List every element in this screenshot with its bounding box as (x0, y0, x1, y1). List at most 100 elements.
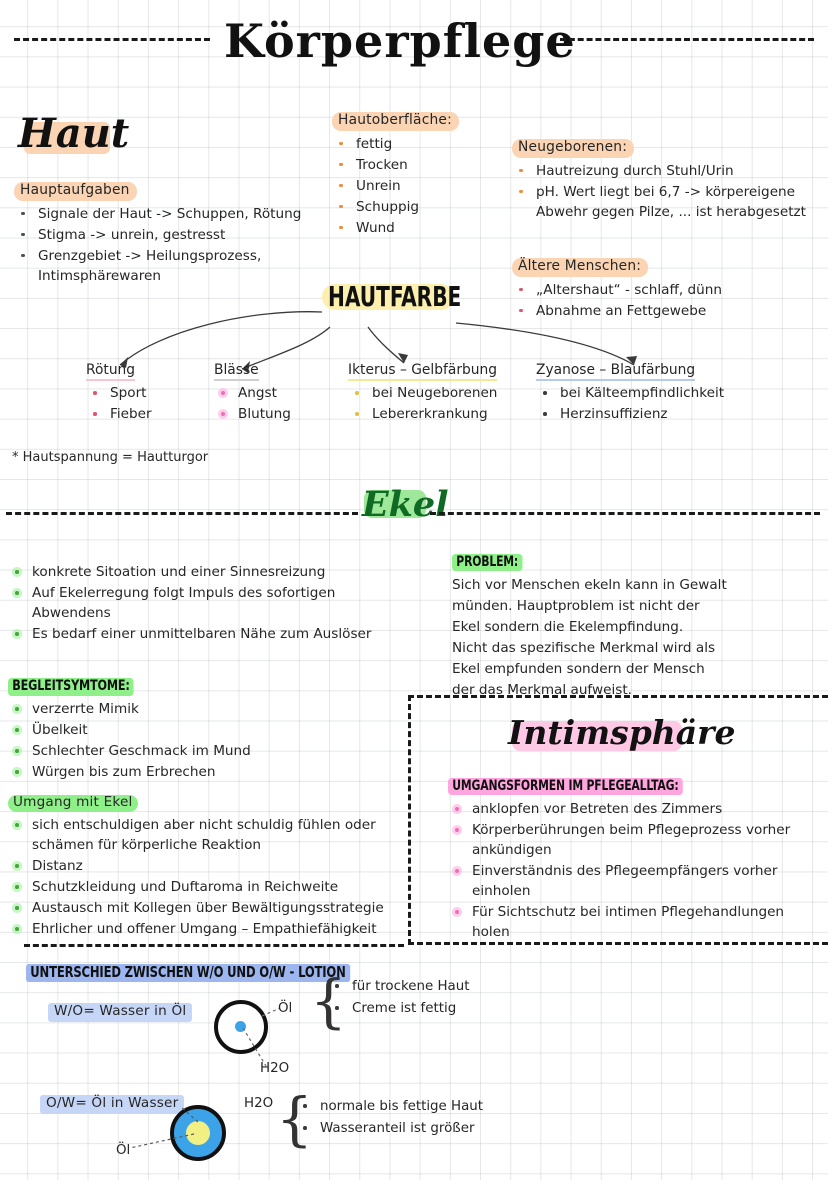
neugeborenen-label: Neugeborenen: (512, 139, 635, 158)
list-item: Creme ist fettig (328, 998, 518, 1019)
branch-title: Ikterus – Gelbfärbung (348, 362, 497, 381)
list-item: Wasseranteil ist größer (296, 1118, 516, 1139)
intimsphaere-box (408, 695, 828, 945)
ow-outer-label: H2O (244, 1096, 274, 1111)
umgangsformen-label-wrap: UMGANGSFORMEN IM PFLEGEALLTAG: (448, 776, 800, 796)
title-rule-left (14, 38, 210, 41)
umgangsformen-block: UMGANGSFORMEN IM PFLEGEALLTAG: anklopfen… (448, 776, 800, 943)
begleitsymtome-label: BEGLEITSYMTOME: (8, 678, 134, 696)
branch-list: Angst Blutung (214, 383, 334, 424)
aeltere-label: Ältere Menschen: (512, 258, 649, 277)
list-item: Wund (332, 218, 512, 238)
list-item: bei Kälteempfindlichkeit (536, 383, 746, 403)
wo-inner-dot (235, 1021, 246, 1032)
list-item: Unrein (332, 176, 512, 196)
list-item: Lebererkrankung (348, 404, 548, 424)
list-item: verzerrte Mimik (8, 699, 408, 719)
list-item: Schutzkleidung und Duftaroma in Reichwei… (8, 877, 408, 897)
lotion-heading: UNTERSCHIED ZWISCHEN W/O UND O/W - LOTIO… (26, 963, 350, 983)
branch-list: Sport Fieber (86, 383, 206, 424)
umgang-mit-ekel-block: Umgang mit Ekel sich entschuldigen aber … (8, 792, 408, 940)
begleitsymtome-label-wrap: BEGLEITSYMTOME: (8, 676, 408, 696)
aeltere-list: „Altershaut“ - schlaff, dünn Abnahme an … (512, 280, 812, 321)
umgang-label: Umgang mit Ekel (8, 794, 138, 812)
list-item: Es bedarf einer unmittelbaren Nähe zum A… (8, 624, 418, 644)
wo-brace: { (310, 967, 347, 1035)
hautfarbe-label: HAUTFARBE (328, 280, 462, 313)
list-item: Sport (86, 383, 206, 403)
branch-title: Blässe (214, 362, 259, 381)
hautfarbe-highlight (322, 284, 454, 310)
list-item: Blutung (214, 404, 334, 424)
hauptaufgaben-label: Hauptaufgaben (14, 182, 137, 201)
hautfarbe-branch-roetung: Rötung Sport Fieber (86, 360, 206, 425)
list-item: anklopfen vor Betreten des Zimmers (448, 799, 800, 819)
list-item: Schlechter Geschmack im Mund (8, 741, 408, 761)
list-item: Übelkeit (8, 720, 408, 740)
ow-inner-label: Öl (116, 1143, 131, 1158)
umgang-list: sich entschuldigen aber nicht schuldig f… (8, 815, 408, 939)
problem-text: Sich vor Menschen ekeln kann in Gewalt m… (452, 575, 782, 701)
list-item: Angst (214, 383, 334, 403)
list-item: Signale der Haut -> Schuppen, Rötung (14, 204, 324, 224)
wo-outer-label: Öl (278, 1001, 293, 1016)
umgangsformen-label: UMGANGSFORMEN IM PFLEGEALLTAG: (448, 778, 683, 796)
hauptaufgaben-list: Signale der Haut -> Schuppen, Rötung Sti… (14, 204, 324, 286)
list-item: konkrete Sitoation und einer Sinnesreizu… (8, 562, 418, 582)
begleitsymtome-block: BEGLEITSYMTOME: verzerrte Mimik Übelkeit… (8, 676, 408, 783)
problem-line: Ekel empfunden sondern der Mensch (452, 661, 705, 677)
list-item: „Altershaut“ - schlaff, dünn (512, 280, 812, 300)
wo-notes: für trockene Haut Creme ist fettig (328, 976, 518, 1020)
umgang-label-wrap: Umgang mit Ekel (8, 792, 408, 812)
ekel-heading: Ekel (362, 484, 449, 525)
list-item: Einverständnis des Pflegeempfängers vorh… (448, 861, 800, 901)
wo-leader-lines (242, 1007, 281, 1067)
list-item: Austausch mit Kollegen über Bewältigungs… (8, 898, 408, 918)
list-item: Grenzgebiet -> Heilungsprozess, Intimsph… (14, 246, 324, 286)
haut-heading-highlight (24, 122, 110, 154)
problem-label-wrap: PROBLEM: (452, 552, 782, 572)
branch-title: Rötung (86, 362, 136, 381)
problem-block: PROBLEM: Sich vor Menschen ekeln kann in… (452, 552, 782, 701)
ekel-rule-right (430, 512, 820, 515)
problem-line: Sich vor Menschen ekeln kann in Gewalt (452, 577, 727, 593)
haut-heading: Haut (18, 110, 130, 157)
ow-notes: normale bis fettige Haut Wasseranteil is… (296, 1096, 516, 1140)
lotion-heading-wrap: UNTERSCHIED ZWISCHEN W/O UND O/W - LOTIO… (26, 962, 403, 983)
neugeborenen-block: Neugeborenen: Hautreizung durch Stuhl/Ur… (512, 137, 824, 223)
ekel-intro-block: konkrete Sitoation und einer Sinnesreizu… (8, 562, 418, 645)
hautoberflaeche-list: fettig Trocken Unrein Schuppig Wund (332, 134, 512, 238)
branch-list: bei Neugeborenen Lebererkrankung (348, 383, 548, 424)
list-item: normale bis fettige Haut (296, 1096, 516, 1117)
intimsphaere-heading-highlight (512, 721, 682, 751)
ow-label-wrap: O/W= Öl in Wasser (40, 1092, 185, 1114)
list-item: Schuppig (332, 197, 512, 217)
list-item: Stigma -> unrein, gestresst (14, 225, 324, 245)
ow-label: O/W= Öl in Wasser (40, 1095, 185, 1114)
hauptaufgaben-label-wrap: Hauptaufgaben (14, 180, 324, 201)
list-item: pH. Wert liegt bei 6,7 -> körpereigene A… (512, 182, 824, 222)
ow-inner-dot (186, 1121, 210, 1145)
hautoberflaeche-block: Hautoberfläche: fettig Trocken Unrein Sc… (332, 110, 512, 239)
branch-title-wrap: Ikterus – Gelbfärbung (348, 360, 548, 381)
umgangsformen-list: anklopfen vor Betreten des Zimmers Körpe… (448, 799, 800, 942)
neugeborenen-label-wrap: Neugeborenen: (512, 137, 824, 158)
hautfarbe-branch-ikterus: Ikterus – Gelbfärbung bei Neugeborenen L… (348, 360, 548, 425)
wo-inner-label: H2O (260, 1061, 290, 1076)
branch-title-wrap: Blässe (214, 360, 334, 381)
list-item: Ehrlicher und offener Umgang – Empathief… (8, 919, 408, 939)
haut-footnote: * Hautspannung = Hautturgor (12, 450, 209, 465)
neugeborenen-list: Hautreizung durch Stuhl/Urin pH. Wert li… (512, 161, 824, 222)
hautfarbe-branch-zyanose: Zyanose – Blaufärbung bei Kälteempfindli… (536, 360, 746, 425)
hautoberflaeche-label: Hautoberfläche: (332, 112, 459, 131)
title-rule-right (560, 38, 814, 41)
ekel-intro-list: konkrete Sitoation und einer Sinnesreizu… (8, 562, 418, 644)
begleitsymtome-list: verzerrte Mimik Übelkeit Schlechter Gesc… (8, 699, 408, 782)
list-item: Distanz (8, 856, 408, 876)
hautfarbe-arrows (119, 311, 637, 373)
wo-label-wrap: W/O= Wasser in Öl (48, 1000, 193, 1022)
list-item: fettig (332, 134, 512, 154)
ekel-rule-left (6, 512, 358, 515)
list-item: Würgen bis zum Erbrechen (8, 762, 408, 782)
